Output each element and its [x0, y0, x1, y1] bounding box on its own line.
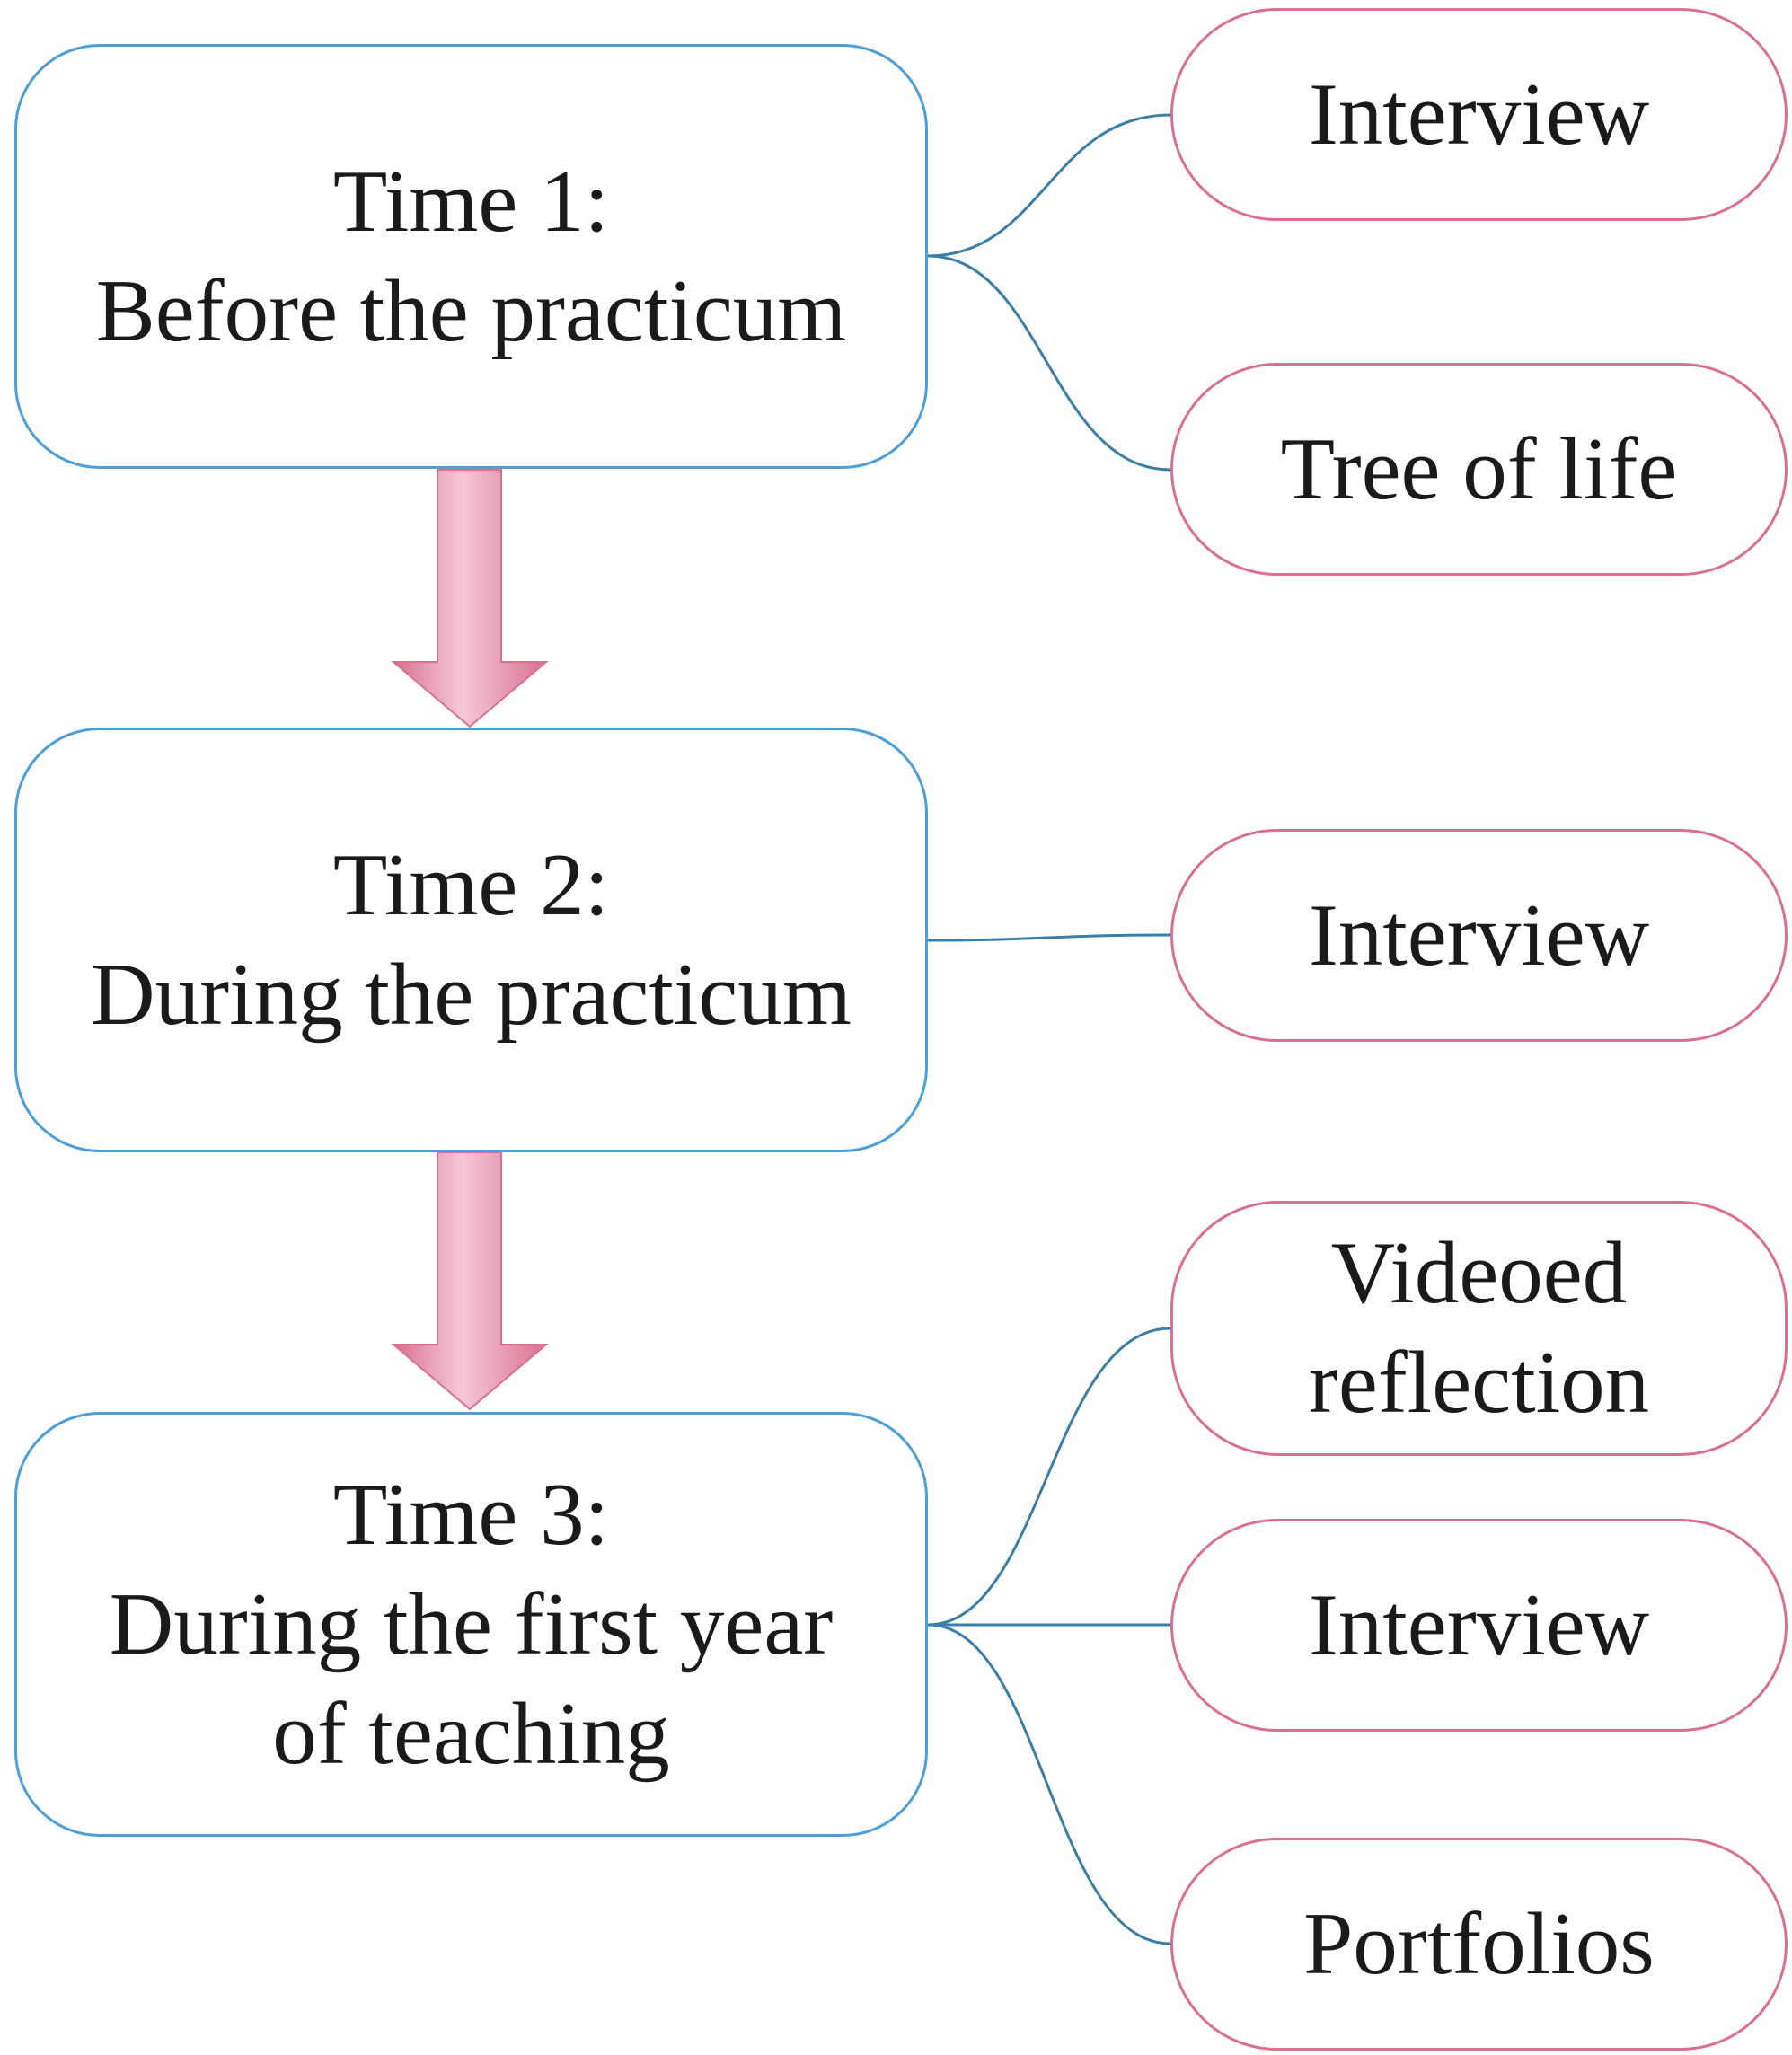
stage-box-time2: Time 2: During the practicum — [14, 728, 928, 1152]
stage-title: Time 1: — [332, 152, 610, 251]
connector-time3-portfolios — [927, 1623, 1171, 1945]
stage-title: Time 2: — [332, 835, 610, 934]
method-box-interview: Interview — [1170, 1519, 1788, 1732]
arrow-time1-to-time2 — [391, 469, 549, 728]
method-label: Videoed — [1330, 1224, 1628, 1322]
method-box-interview: Interview — [1170, 8, 1788, 221]
method-label: Interview — [1308, 1575, 1650, 1674]
connector-time1-interview — [927, 113, 1171, 258]
stage-title: Time 3: — [332, 1465, 610, 1564]
method-label: Tree of life — [1280, 419, 1678, 518]
method-label: Interview — [1308, 886, 1650, 984]
method-label: reflection — [1308, 1334, 1650, 1432]
arrow-time2-to-time3 — [391, 1151, 549, 1411]
method-box-portfolios: Portfolios — [1170, 1838, 1788, 2051]
method-box-interview: Interview — [1170, 829, 1788, 1042]
connector-time1-tree-of-life — [927, 254, 1171, 472]
stage-box-time3: Time 3: During the first year of teachin… — [14, 1412, 928, 1837]
connector-time3-videoed-reflection — [927, 1327, 1171, 1627]
method-box-tree-of-life: Tree of life — [1170, 363, 1788, 576]
connector-time2-interview — [927, 933, 1171, 942]
method-label: Interview — [1308, 65, 1650, 163]
stage-description: Before the practicum — [95, 261, 847, 360]
stage-description: of teaching — [272, 1684, 670, 1783]
stage-description: During the practicum — [91, 945, 852, 1044]
stage-box-time1: Time 1: Before the practicum — [14, 44, 928, 469]
method-box-videoed-reflection: Videoed reflection — [1170, 1201, 1788, 1456]
stage-description: During the first year — [109, 1574, 834, 1673]
method-label: Portfolios — [1303, 1894, 1655, 1993]
